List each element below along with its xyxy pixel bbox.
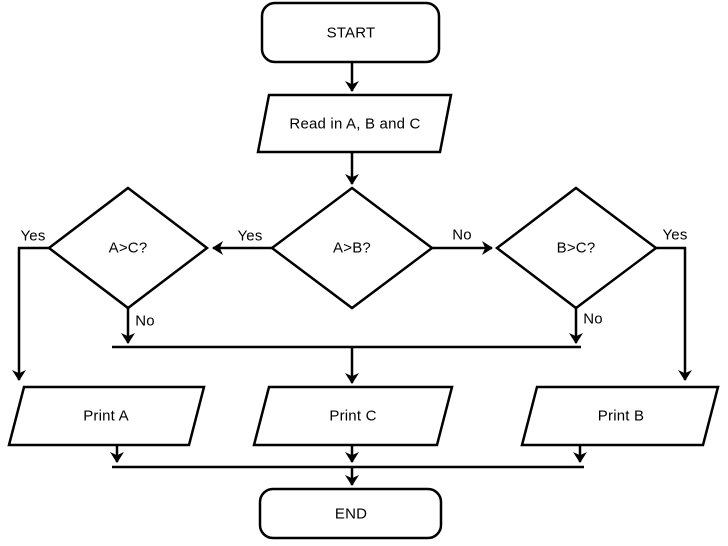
a-gt-b-yes-edge-label: Yes [237,227,263,245]
start-node-label: START [326,24,376,42]
b-gt-c-node-label: B>C? [556,239,596,257]
end-terminator-shape [258,487,443,540]
edge-b-gt-c-yes-to-print-b [656,246,692,381]
edge-a-gt-c-yes-to-print-a [12,246,49,381]
print-a-parallelogram-shape [7,385,206,447]
print-b-node-label: Print B [597,407,645,425]
print-b-parallelogram-shape [520,385,720,447]
read-parallelogram-shape [256,93,453,154]
a-gt-c-no-edge-label: No [135,312,155,330]
b-gt-c-diamond-shape [494,186,659,310]
print-a-node-label: Print A [83,407,129,425]
start-terminator-shape [260,1,441,64]
a-gt-c-yes-edge-label: Yes [20,227,46,245]
a-gt-c-node-label: A>C? [108,239,148,257]
print-c-node-label: Print C [329,407,377,425]
a-gt-c-diamond-shape [46,186,210,310]
b-gt-c-no-edge-label: No [583,310,603,328]
a-gt-b-node-label: A>B? [333,239,371,257]
read-node-label: Read in A, B and C [289,115,421,133]
a-gt-b-diamond-shape [269,186,435,310]
b-gt-c-yes-edge-label: Yes [662,226,688,244]
print-c-parallelogram-shape [252,385,454,447]
end-node-label: END [334,505,368,523]
a-gt-b-no-edge-label: No [452,226,472,244]
